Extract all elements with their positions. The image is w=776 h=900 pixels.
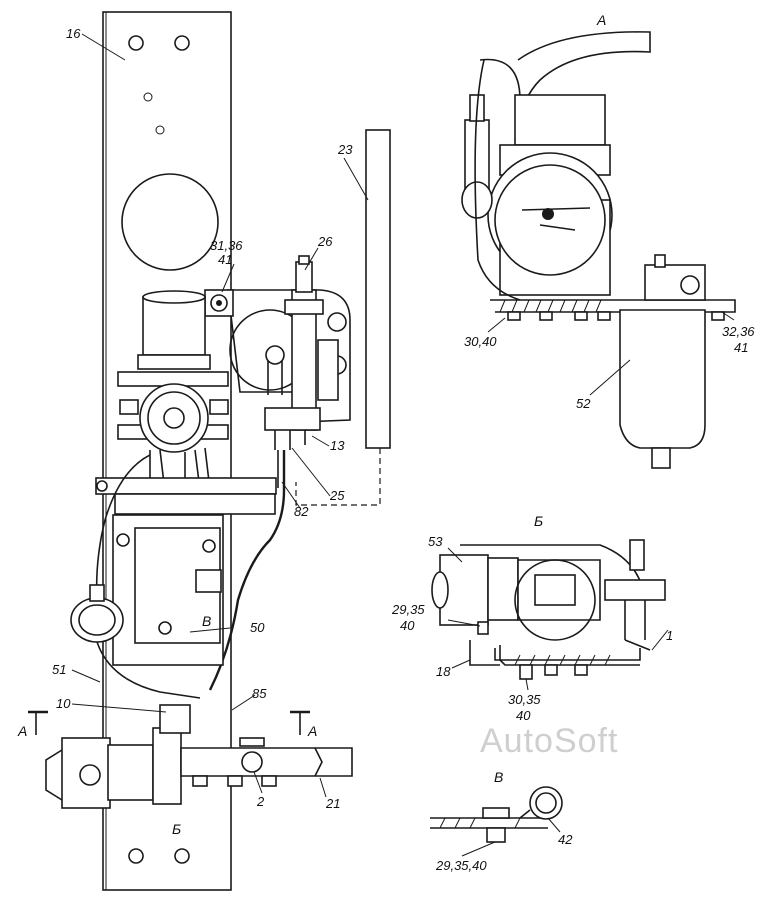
view-labels: А Б В: [494, 12, 606, 785]
callout-40-b: 40: [516, 708, 531, 723]
view-v-title: В: [494, 769, 503, 785]
callout-29-35-a: 29,35: [391, 602, 425, 617]
callout-29-35-40-b: 29,35,40: [435, 858, 487, 873]
callout-31-36: 31,36: [210, 238, 243, 253]
callout-23: 23: [337, 142, 353, 157]
view-a-drawing: [461, 31, 736, 469]
section-a-right-label: А: [307, 723, 317, 739]
callout-53: 53: [428, 534, 443, 549]
reservoir: [295, 129, 391, 506]
leader-lines: [71, 33, 735, 857]
callout-25: 25: [329, 488, 345, 503]
callout-26: 26: [317, 234, 333, 249]
view-v-drawing: [430, 786, 563, 843]
callout-82: 82: [294, 504, 309, 519]
pipe-lines: [95, 450, 286, 691]
clamp-strip: [95, 477, 277, 515]
callout-50: 50: [250, 620, 265, 635]
callout-42: 42: [558, 832, 573, 847]
modulator: [112, 514, 224, 666]
filter-body: [264, 255, 339, 450]
view-a-title: А: [596, 12, 606, 28]
pressure-sensor: [70, 584, 201, 699]
callout-13: 13: [330, 438, 345, 453]
callout-30-40-a: 30,40: [464, 334, 497, 349]
callout-52: 52: [576, 396, 591, 411]
section-v-main-label: В: [202, 613, 211, 629]
callout-51: 51: [52, 662, 66, 677]
callout-18: 18: [436, 664, 451, 679]
section-mark-labels: А А Б В: [17, 613, 317, 837]
view-b-drawing: [431, 539, 666, 680]
callout-16: 16: [66, 26, 81, 41]
bolt-31: [204, 289, 234, 317]
callout-41-main: 41: [218, 252, 232, 267]
callout-1: 1: [666, 628, 673, 643]
section-a-marks: [28, 710, 310, 735]
callout-85: 85: [252, 686, 267, 701]
callout-21: 21: [325, 796, 340, 811]
watermark: AutoSoft: [480, 722, 618, 760]
callout-40-a: 40: [400, 618, 415, 633]
section-a-left-label: А: [17, 723, 27, 739]
callout-30-35-b: 30,35: [508, 692, 541, 707]
callout-labels: 16 23 26 31,36 41 13 25 82 50 51 10 85 2…: [52, 26, 755, 873]
lower-valve: [45, 704, 353, 809]
view-b-title: Б: [534, 513, 543, 529]
callout-32-36: 32,36: [722, 324, 755, 339]
callout-41-view-a: 41: [734, 340, 748, 355]
callout-10: 10: [56, 696, 71, 711]
section-b-bottom-label: Б: [172, 821, 181, 837]
valve-assembly: [117, 290, 229, 493]
callout-2: 2: [256, 794, 265, 809]
